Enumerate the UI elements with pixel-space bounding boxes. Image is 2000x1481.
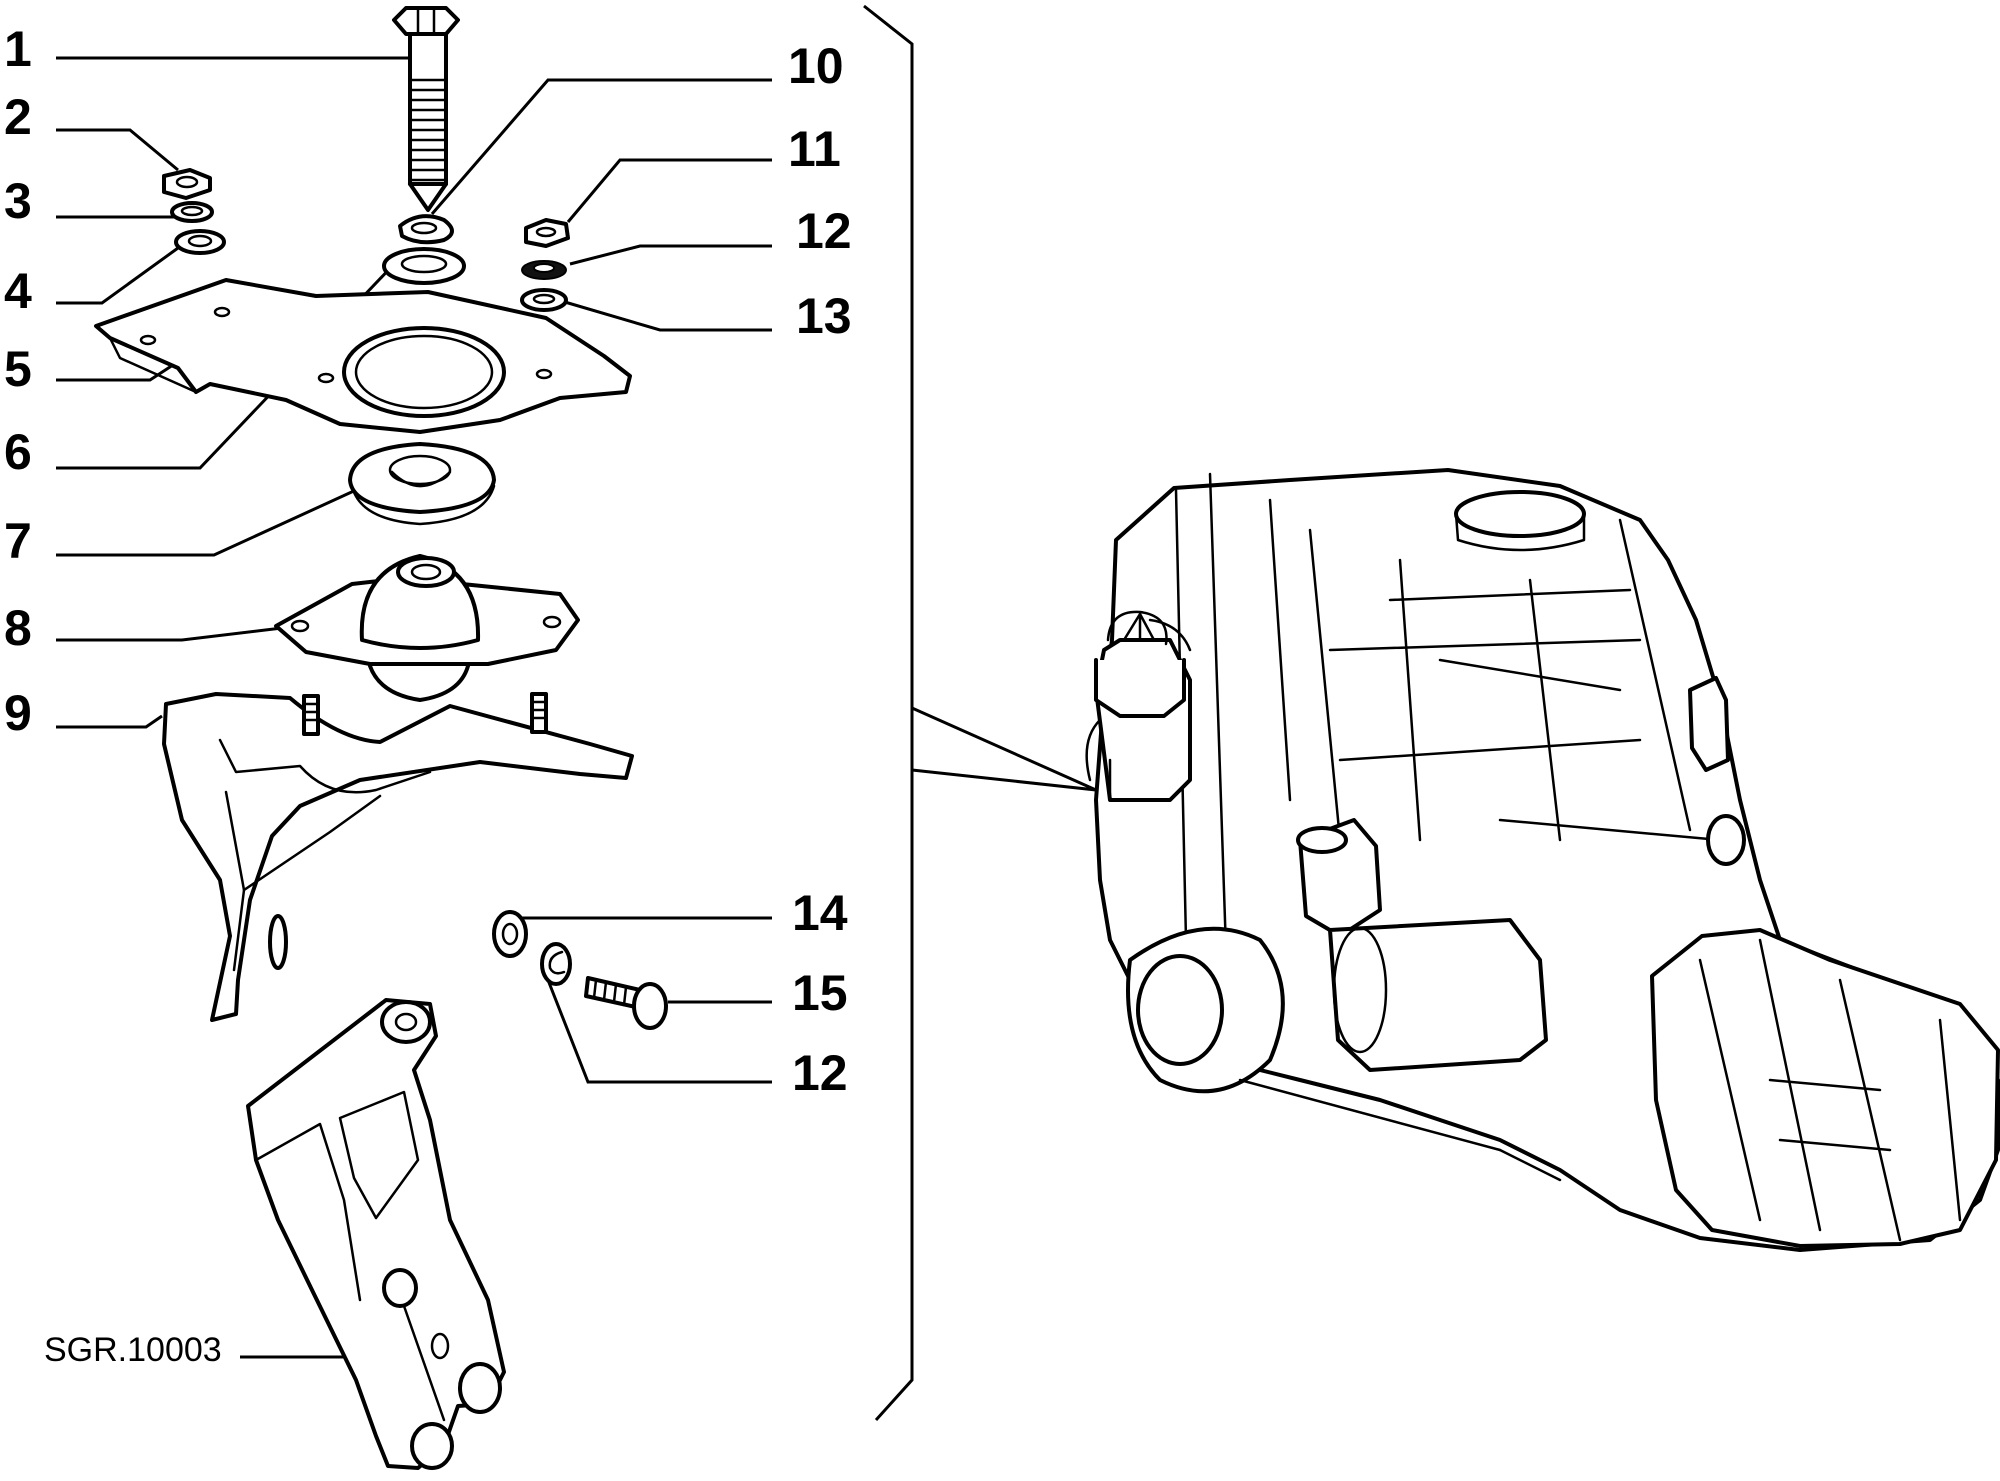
nut-part-11 — [524, 218, 570, 248]
callout-labels: 1 2 3 4 5 6 7 8 9 10 11 12 13 14 15 12 S… — [4, 21, 852, 1369]
lock-washer-part-3 — [170, 201, 214, 223]
washer-part-14 — [492, 910, 528, 958]
rubber-mount-part-8 — [274, 554, 580, 702]
callout-11: 11 — [788, 121, 841, 177]
callout-3: 3 — [4, 173, 32, 229]
split-washer-part-10 — [398, 214, 454, 245]
lock-washer-part-12-upper — [521, 260, 567, 280]
callout-4: 4 — [4, 263, 32, 319]
nut-part-2 — [162, 168, 212, 200]
washer-part-6 — [382, 247, 466, 285]
transmission-assembly — [1085, 468, 2000, 1252]
callout-13: 13 — [796, 288, 852, 344]
callout-6: 6 — [4, 424, 32, 480]
callout-9: 9 — [4, 685, 32, 741]
callout-12-upper: 12 — [796, 203, 852, 259]
callout-5: 5 — [4, 341, 32, 397]
callout-7: 7 — [4, 513, 32, 569]
callout-8: 8 — [4, 600, 32, 656]
bracket-part-9 — [162, 692, 634, 1022]
callout-2: 2 — [4, 89, 32, 145]
cup-part-7 — [348, 442, 496, 526]
bolt-part-1 — [392, 6, 460, 212]
plate-part-5 — [94, 278, 632, 434]
washer-part-4 — [174, 229, 226, 255]
callout-12-lower: 12 — [792, 1045, 848, 1101]
callout-1: 1 — [4, 21, 32, 77]
callout-14: 14 — [792, 885, 848, 941]
reference-code: SGR.10003 — [44, 1331, 222, 1369]
callout-10: 10 — [788, 38, 844, 94]
washer-part-13 — [520, 288, 568, 312]
lock-washer-part-12-lower — [540, 942, 572, 986]
bolt-part-15 — [584, 976, 668, 1030]
arm-bracket — [246, 998, 506, 1470]
callout-15: 15 — [792, 965, 848, 1021]
